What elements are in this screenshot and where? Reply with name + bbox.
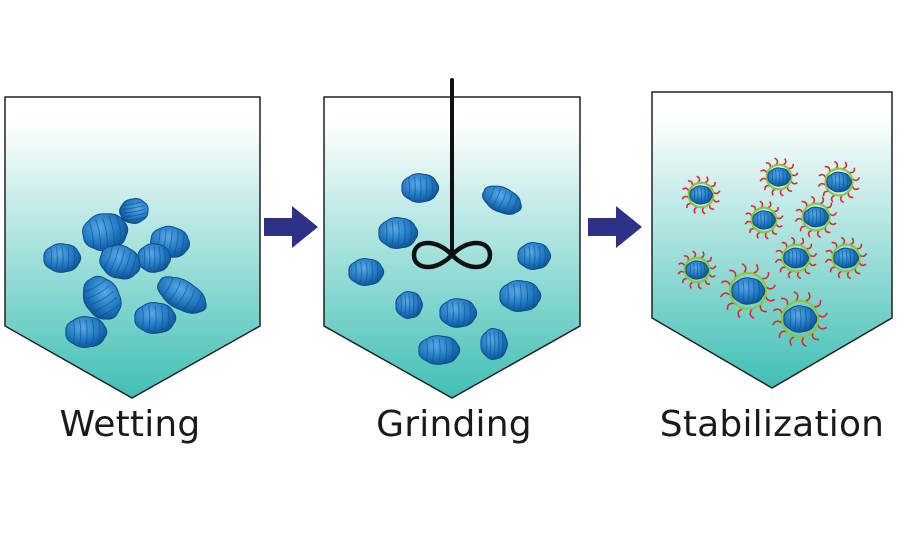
pigment-particle-icon (826, 171, 852, 193)
pigment-particle-icon (482, 185, 522, 215)
pigment-particle-icon (99, 244, 141, 280)
pigment-particle-icon (43, 243, 82, 273)
particles-grinding (348, 173, 552, 365)
particles-wetting (43, 198, 207, 348)
stabilized-particle-icon (744, 200, 784, 240)
pigment-particle-icon (401, 173, 440, 203)
pigment-particle-icon (499, 280, 542, 312)
stabilized-particle-icon (681, 175, 721, 215)
pigment-particle-icon (157, 276, 207, 314)
pigment-particle-icon (767, 167, 791, 187)
particles-stabilized (677, 157, 868, 348)
stabilized-particle-icon (677, 250, 717, 290)
pigment-particle-icon (803, 206, 829, 228)
right-arrow-icon (264, 206, 318, 248)
stabilized-particle-icon (719, 262, 777, 320)
pigment-particle-icon (439, 298, 478, 328)
pigment-particle-icon (65, 316, 108, 348)
pigment-particle-icon (783, 247, 809, 269)
pigment-particle-icon (752, 210, 776, 230)
vessel-wetting (4, 96, 261, 399)
pigment-particle-icon (134, 302, 177, 334)
mixing-impeller-icon (411, 78, 493, 270)
pigment-particle-icon (731, 277, 766, 305)
pigment-particle-icon (137, 243, 172, 273)
pigment-particle-icon (395, 291, 423, 319)
pigment-particle-icon (418, 335, 461, 365)
pigment-particle-icon (783, 305, 818, 333)
stabilized-particle-icon (759, 157, 799, 197)
pigment-particle-icon (119, 198, 149, 224)
stage-label-stabilization: Stabilization (659, 404, 885, 445)
stabilized-particle-icon (824, 236, 868, 280)
stage-label-wetting: Wetting (59, 404, 201, 445)
pigment-particle-icon (689, 185, 713, 205)
right-arrow-icon (588, 206, 642, 248)
pigment-particle-icon (480, 328, 508, 360)
pigment-particle-icon (82, 213, 129, 252)
vessel-stabilization (651, 91, 893, 389)
pigment-particle-icon (833, 247, 859, 269)
stabilized-particle-icon (817, 160, 861, 204)
pigment-particle-icon (685, 260, 709, 280)
pigment-particle-icon (517, 242, 552, 270)
pigment-particle-icon (348, 258, 385, 286)
stabilized-particle-icon (774, 236, 818, 280)
stage-label-grinding: Grinding (376, 404, 532, 445)
stabilized-particle-icon (794, 195, 838, 239)
stabilized-particle-icon (771, 290, 829, 348)
pigment-particle-icon (82, 275, 122, 320)
pigment-particle-icon (378, 217, 419, 249)
